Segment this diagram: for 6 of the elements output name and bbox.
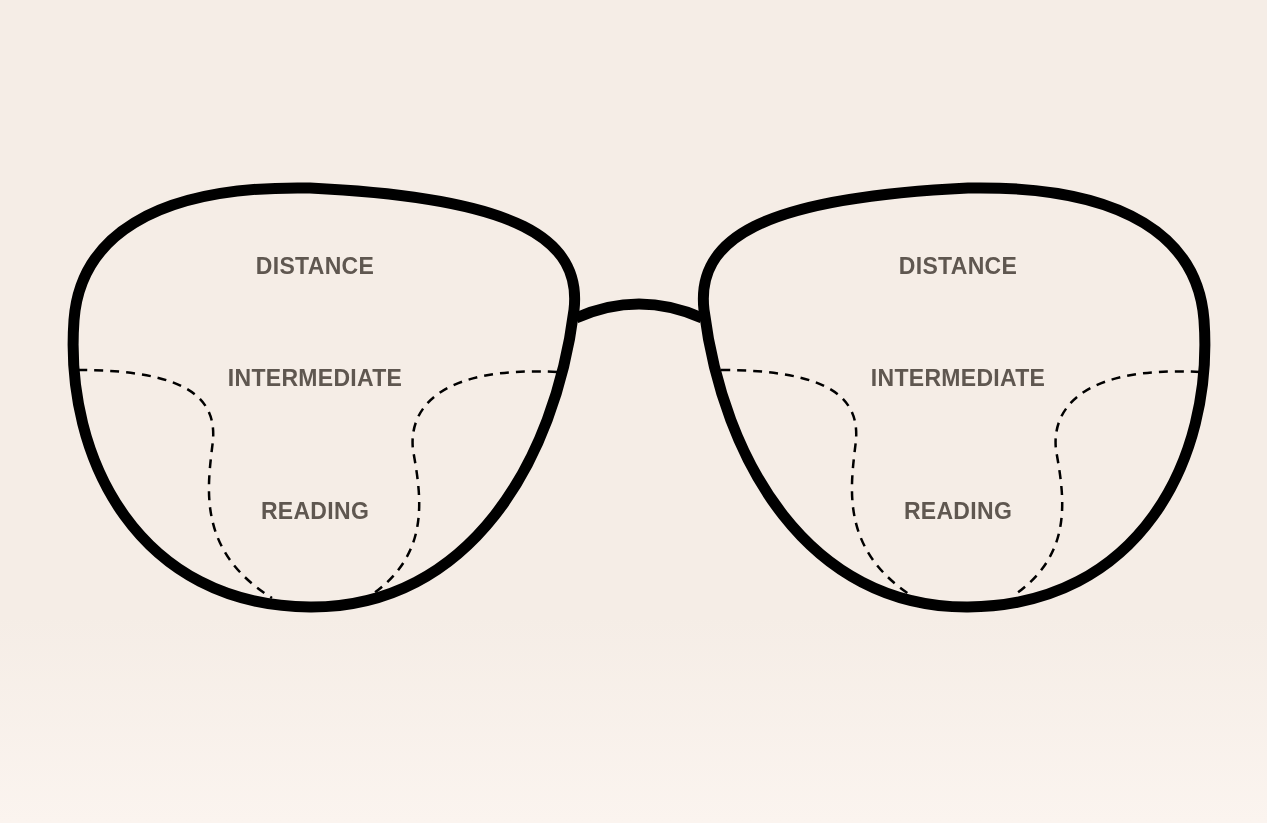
zone-label: DISTANCE — [255, 252, 375, 280]
zone-label: READING — [260, 497, 370, 525]
zone-label: INTERMEDIATE — [227, 364, 403, 392]
zone-label: DISTANCE — [898, 252, 1018, 280]
zone-label: INTERMEDIATE — [870, 364, 1046, 392]
zone-label: READING — [903, 497, 1013, 525]
